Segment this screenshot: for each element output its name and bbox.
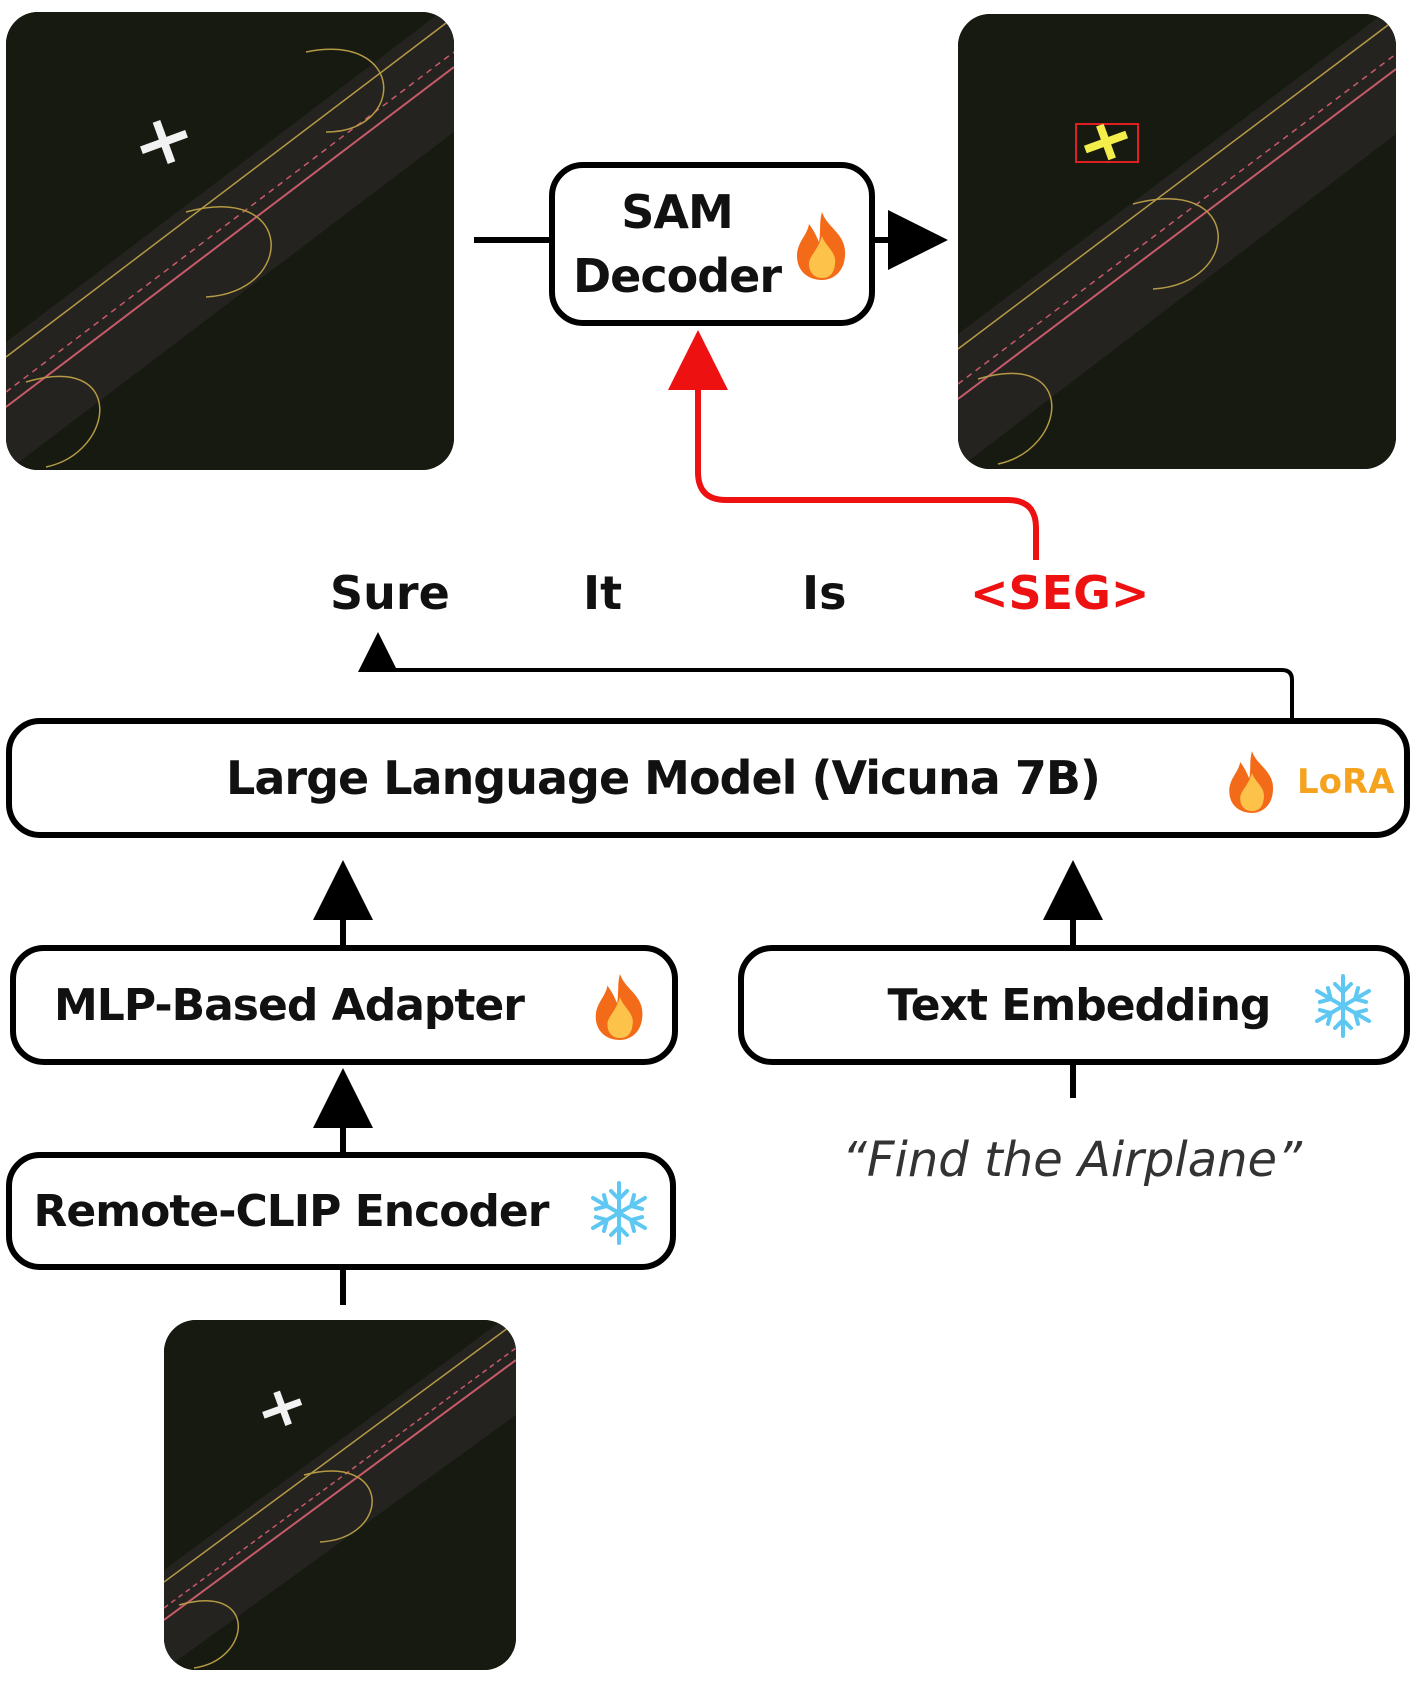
snowflake-icon (1315, 974, 1371, 1038)
prompt-text: “Find the Airplane” (842, 1132, 1302, 1188)
text-embedding-box: Text Embedding (738, 945, 1410, 1065)
mlp-adapter-box: MLP-Based Adapter (10, 945, 678, 1065)
input-image-bottom (164, 1320, 516, 1670)
llm-label: Large Language Model (Vicuna 7B) (226, 751, 1101, 805)
detection-box (1075, 123, 1139, 163)
sam-decoder-label: SAM Decoder (572, 185, 782, 303)
token-seg: <SEG> (970, 566, 1150, 620)
token-it: It (583, 566, 623, 620)
mlp-adapter-label: MLP-Based Adapter (54, 979, 525, 1031)
fire-icon (1229, 751, 1274, 813)
fire-icon (797, 212, 846, 280)
snowflake-icon (591, 1181, 647, 1245)
text-embedding-label: Text Embedding (887, 979, 1272, 1031)
airplane-icon (262, 1390, 303, 1426)
segmented-airplane-icon (1083, 123, 1129, 161)
airplane-icon (140, 119, 188, 165)
lora-badge: LoRA (1297, 762, 1395, 802)
input-image-top (6, 12, 454, 470)
arrow-llm-to-tokens (358, 632, 1294, 718)
sam-decoder-box: SAM Decoder (549, 162, 875, 326)
arrow-seg-to-sam (668, 330, 1039, 560)
token-is: Is (802, 566, 847, 620)
remote-clip-encoder-box: Remote-CLIP Encoder (6, 1152, 676, 1270)
fire-icon (595, 974, 643, 1040)
remote-clip-encoder-label: Remote-CLIP Encoder (33, 1185, 550, 1237)
output-segmentation-image (958, 14, 1396, 469)
token-sure: Sure (330, 566, 450, 620)
llm-box: Large Language Model (Vicuna 7B) LoRA (6, 718, 1410, 838)
